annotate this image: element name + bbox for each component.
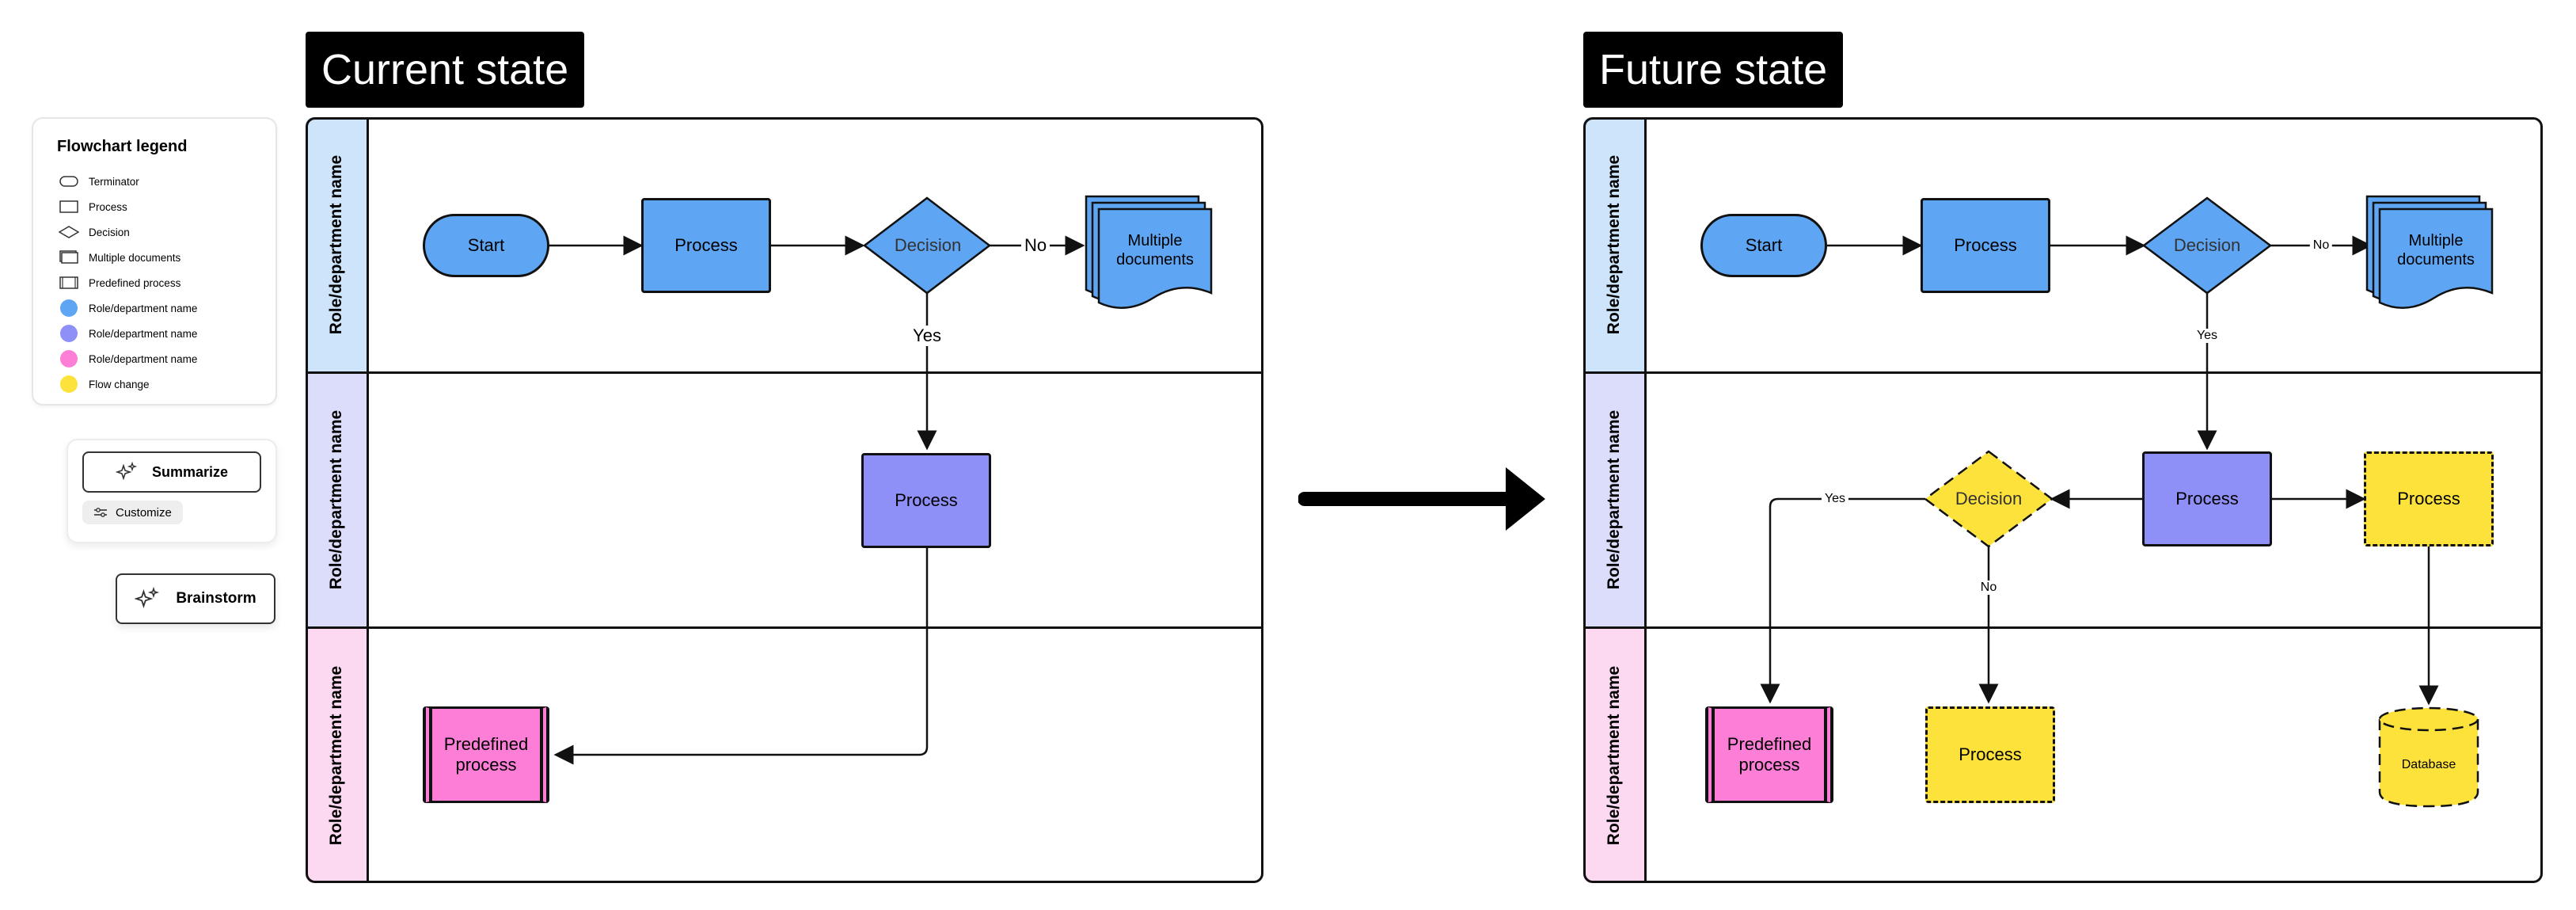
transition-arrow [1298,467,1545,531]
brainstorm-button[interactable]: Brainstorm [116,573,275,624]
legend-item-predefined-process: Predefined process [59,272,180,293]
lane-header: Role/department name [1583,117,1647,372]
process-node[interactable]: Process [2142,451,2272,546]
legend-label: Process [89,200,127,213]
terminator-icon [59,176,78,187]
lane-header: Role/department name [1583,372,1647,627]
no-edge-label: No [1020,235,1051,256]
brainstorm-label: Brainstorm [176,590,256,607]
legend-item-terminator: Terminator [59,171,139,192]
legend-item-process: Process [59,196,127,217]
database-label: Database [2401,758,2456,771]
blue-color-dot [60,299,78,317]
legend-item-multiple-documents: Multiple documents [59,247,180,268]
decision-icon [59,226,79,238]
legend-label: Decision [89,226,130,238]
lane-divider [306,371,1263,374]
lane-header: Role/department name [1583,627,1647,883]
database-shape[interactable] [2378,706,2479,808]
lane-divider [1583,626,2543,629]
legend-item-role-pink: Role/department name [59,348,197,369]
diagram-frame [306,117,1263,883]
customize-button[interactable]: Customize [82,501,183,524]
start-terminator[interactable]: Start [423,214,549,277]
current-state-title: Current state [306,32,585,108]
legend-label: Role/department name [89,302,198,314]
process-node[interactable]: Process [861,453,991,548]
legend-item-role-purple: Role/department name [59,323,197,344]
legend-label: Predefined process [89,276,181,289]
yes-edge-label: Yes [2193,329,2221,343]
customize-label: Customize [116,505,172,520]
purple-color-dot [60,325,78,342]
process-node-flow-change[interactable]: Process [1925,706,2055,803]
yes-edge-label: Yes [910,326,944,346]
lane-header: Role/department name [306,117,369,372]
summarize-button[interactable]: Summarize [82,451,261,493]
connectors [549,195,1213,765]
legend-label: Role/department name [89,352,198,365]
flowchart-legend: Flowchart legend Terminator Process Deci… [32,117,277,406]
decision-diamond-flow-change[interactable] [1923,450,2054,548]
lane-header: Role/department name [306,627,369,883]
multiple-documents-icon [59,250,78,264]
no-edge-label: No [1977,581,2000,595]
process-node[interactable]: Process [641,198,771,293]
lane-divider [1583,371,2543,374]
decision-label: Decision [894,235,962,255]
yes-edge-label: Yes [1821,492,1849,506]
legend-label: Terminator [89,175,139,188]
legend-item-decision: Decision [59,222,130,242]
start-terminator[interactable]: Start [1700,214,1827,277]
multiple-documents-label: Multiple documents [1116,232,1194,268]
summarize-card: Summarize Customize [66,439,277,543]
process-node-flow-change[interactable]: Process [2364,451,2494,546]
lane-divider [306,626,1263,629]
decision-label: Decision [2173,235,2241,255]
legend-label: Flow change [89,378,150,390]
legend-label: Multiple documents [89,251,181,264]
legend-item-flow-change: Flow change [59,374,150,394]
future-state-title: Future state [1583,32,1844,108]
decision-diamond[interactable] [2141,196,2273,295]
multiple-documents-label: Multiple documents [2397,232,2475,268]
legend-item-role-blue: Role/department name [59,298,197,318]
decision-label-flow-change: Decision [1955,489,2023,508]
lane-header: Role/department name [306,372,369,627]
process-icon [59,200,78,213]
predefined-process-icon [59,276,78,289]
future-state-diagram: Role/department name Role/department nam… [1583,117,2543,883]
predefined-process-node[interactable]: Predefined process [423,706,549,803]
predefined-process-node[interactable]: Predefined process [1705,706,1833,803]
diagram-frame [1583,117,2543,883]
no-edge-label: No [2309,238,2333,253]
sliders-icon [94,508,107,517]
multiple-documents-shape[interactable] [1085,195,1213,309]
pink-color-dot [60,350,78,367]
sparkle-icon [115,461,138,481]
connectors [1760,195,2494,808]
process-node[interactable]: Process [1921,198,2050,293]
current-state-diagram: Role/department name Role/department nam… [306,117,1263,883]
multiple-documents-shape[interactable] [2365,195,2494,309]
sparkle-icon [135,586,160,609]
legend-title: Flowchart legend [57,138,188,155]
yellow-color-dot [60,375,78,393]
legend-label: Role/department name [89,327,198,340]
summarize-label: Summarize [151,463,229,480]
decision-diamond[interactable] [862,196,992,295]
